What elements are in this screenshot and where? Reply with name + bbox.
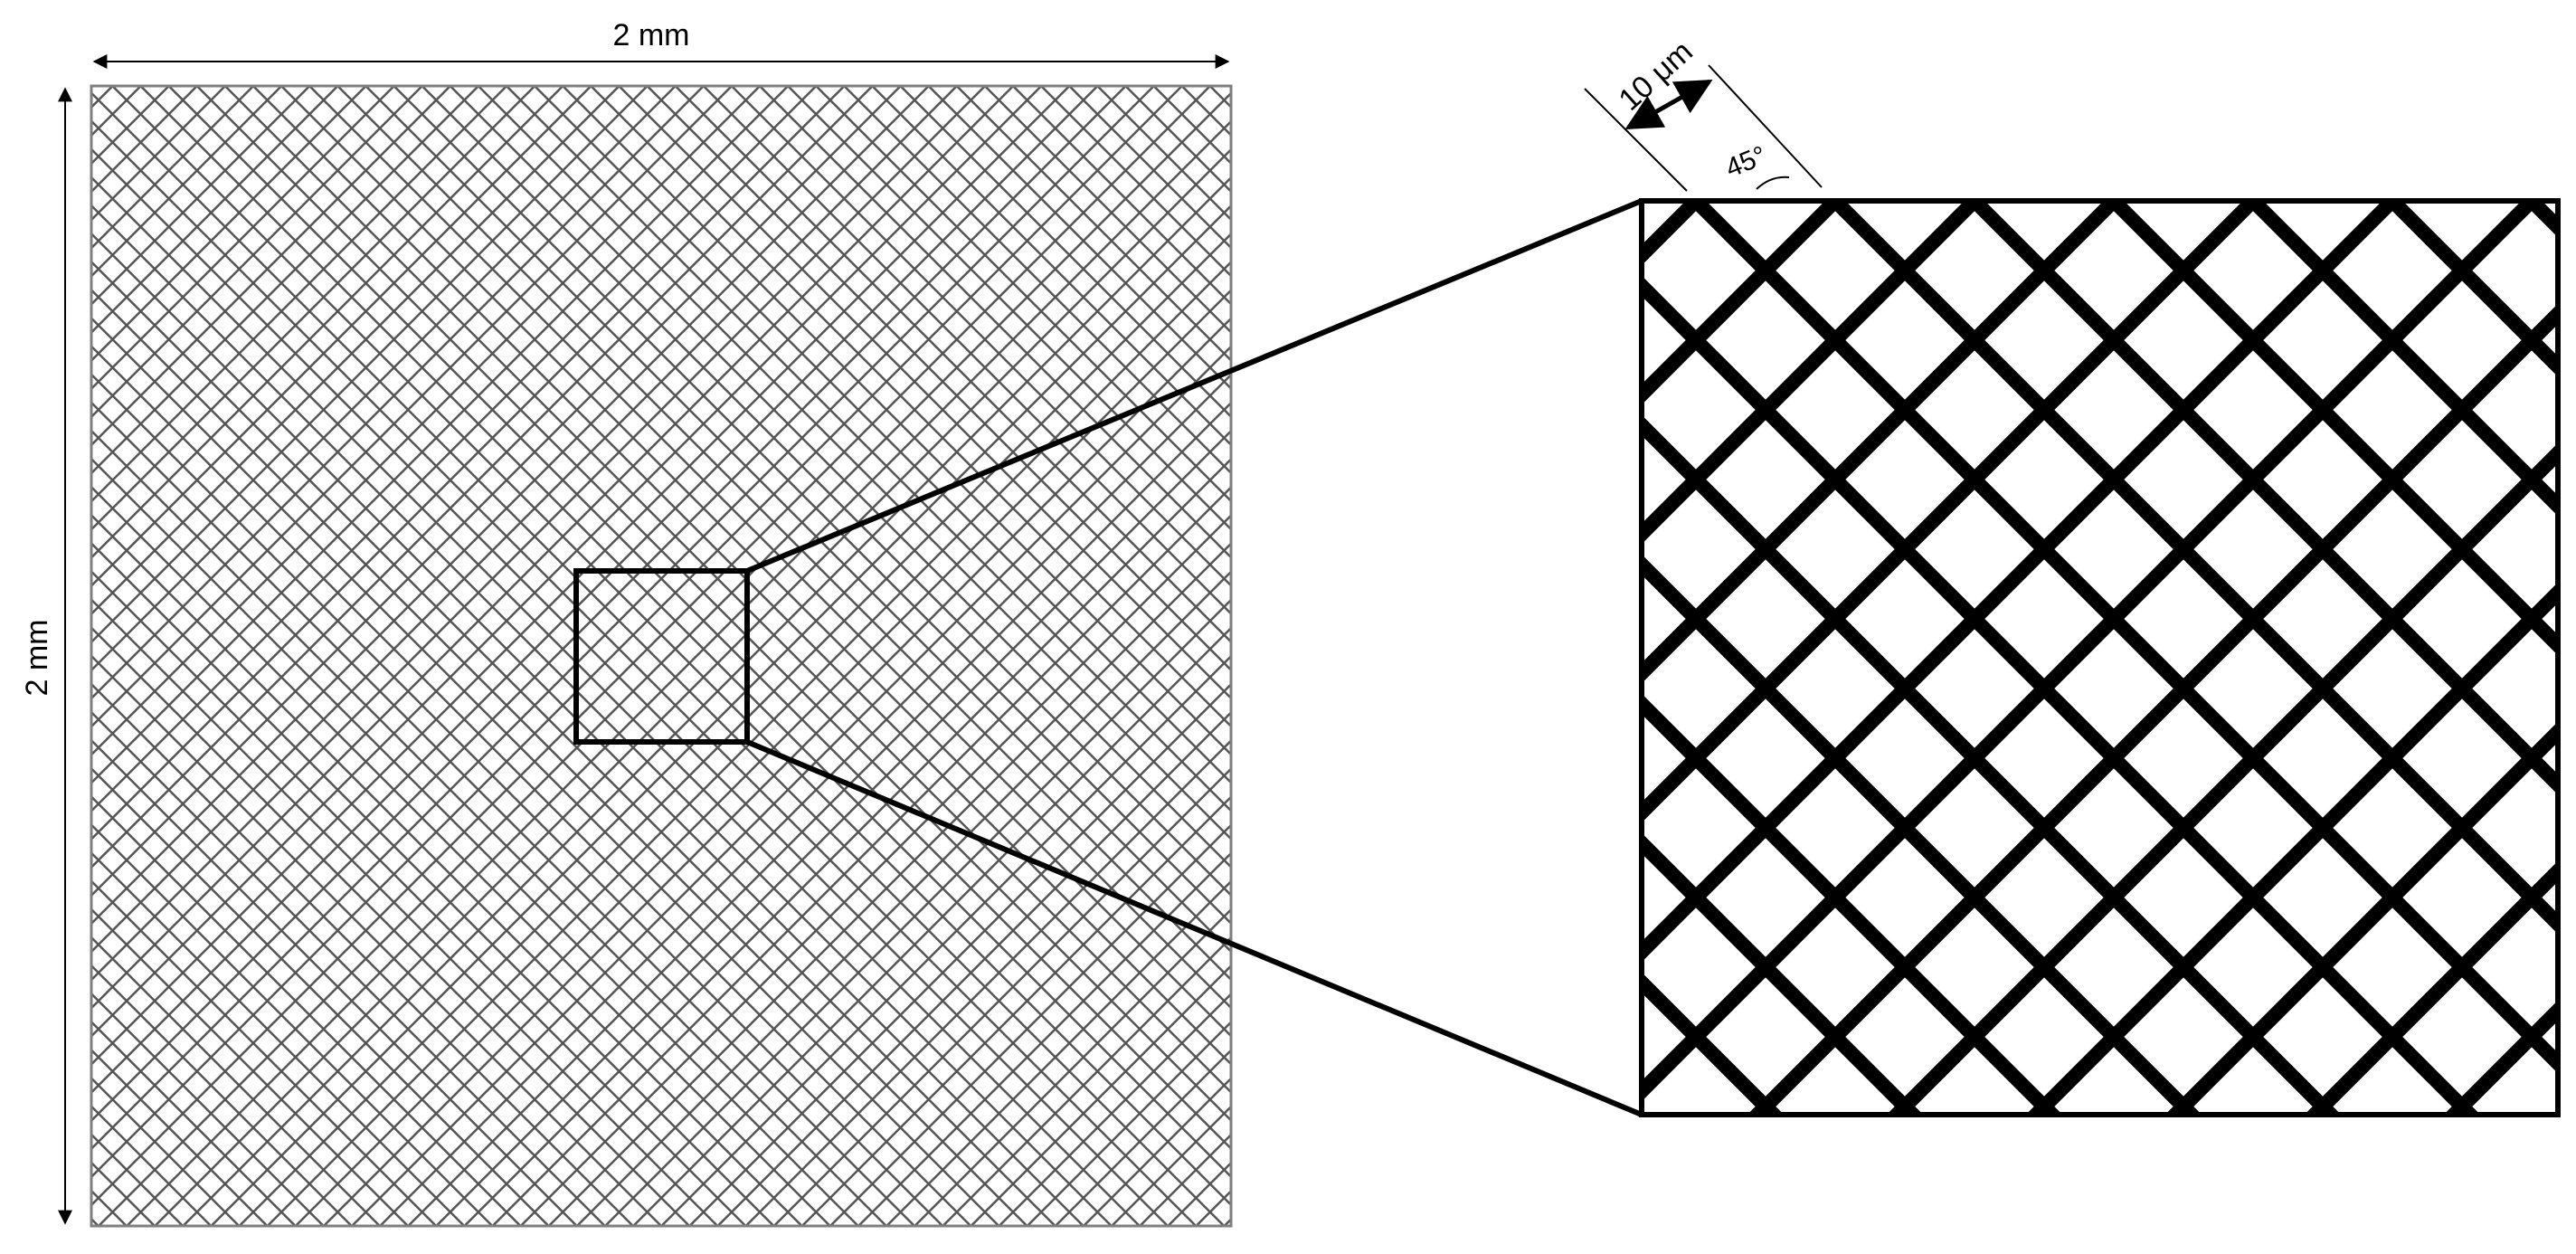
mesh-bar-diagonal-down bbox=[1642, 832, 1924, 1115]
mesh-bar-diagonal-up bbox=[2561, 0, 2576, 1254]
mesh-bar-diagonal-up bbox=[2304, 860, 2558, 1115]
extension-line-left bbox=[1584, 88, 1688, 192]
connector-top bbox=[745, 198, 1643, 574]
mesh-bar-diagonal-down bbox=[1642, 414, 2342, 1115]
overview-panel: 2 mm 2 mm bbox=[20, 18, 1233, 1228]
zoom-selection-box bbox=[573, 568, 750, 745]
spacing-label: 10 μm bbox=[1613, 34, 1700, 118]
spacing-annotation: 10 μm bbox=[1584, 34, 1823, 192]
mesh-bar-diagonal-down bbox=[1642, 693, 2063, 1115]
mesh-bar-diagonal-up bbox=[1747, 303, 2558, 1115]
mesh-bar-diagonal-down bbox=[1642, 554, 2202, 1115]
mesh-bar-diagonal-down bbox=[2561, 0, 2576, 1254]
mesh-bar-diagonal-up bbox=[2025, 582, 2558, 1115]
width-label: 2 mm bbox=[613, 18, 690, 52]
mesh-bar-diagonal-up bbox=[1642, 201, 2403, 963]
connector-bottom bbox=[745, 739, 1643, 1117]
mesh-bar-diagonal-down bbox=[1685, 201, 2558, 1074]
overview-mesh-square bbox=[90, 84, 1233, 1228]
mesh-bar-diagonal-up bbox=[1886, 442, 2558, 1115]
mesh-bar-diagonal-up bbox=[1642, 201, 2543, 1102]
spacing-arrow bbox=[1624, 79, 1713, 130]
angle-label: 45° bbox=[1721, 140, 1770, 184]
height-label: 2 mm bbox=[20, 620, 54, 697]
zoom-panel-border bbox=[1639, 198, 2561, 1117]
mesh-bar-diagonal-up bbox=[2164, 721, 2558, 1115]
mesh-bar-diagonal-down bbox=[1642, 275, 2481, 1115]
zoom-connectors bbox=[745, 198, 1643, 1117]
angle-arc bbox=[1756, 176, 1790, 190]
angle-annotation: 45° bbox=[1721, 140, 1790, 190]
extension-line-right bbox=[1708, 64, 1823, 188]
